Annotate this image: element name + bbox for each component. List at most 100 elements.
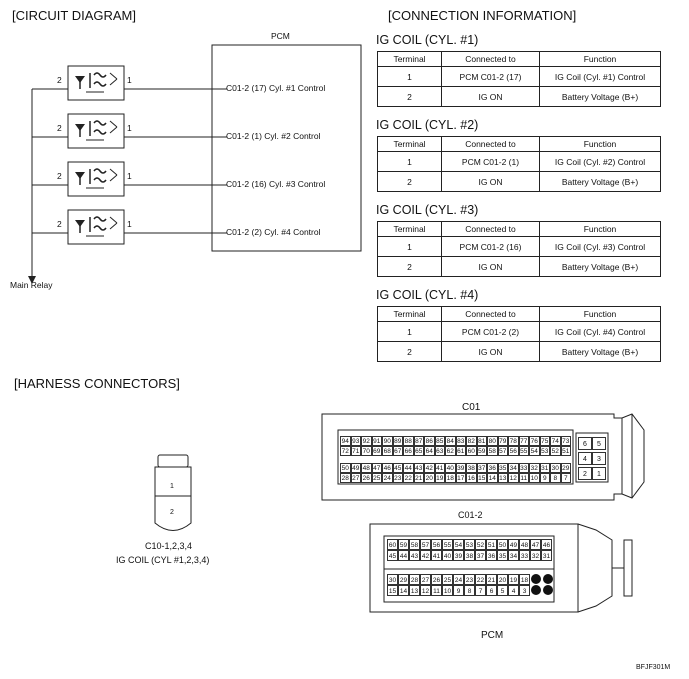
column-header: Terminal (377, 306, 442, 322)
coil-pin-left: 2 (57, 171, 62, 181)
connector-pin: 25 (371, 473, 382, 483)
connector-pin: 46 (382, 463, 393, 473)
pcm-control-label: C01-2 (2) Cyl. #4 Control (226, 227, 321, 237)
connector-pin: 29 (398, 574, 409, 585)
ig-coil-2 (32, 113, 227, 149)
c012-outline (369, 523, 633, 613)
coil-table-title: IG COIL (CYL. #3) (376, 203, 479, 217)
pcm-box (211, 44, 362, 252)
coil-pin-right: 1 (127, 123, 132, 133)
connector-pin: 41 (431, 550, 442, 561)
connector-pin: 63 (434, 446, 445, 456)
connector-pin: 26 (431, 574, 442, 585)
table-cell: IG Coil (Cyl. #1) Control (539, 66, 661, 87)
connector-pin: 32 (529, 463, 540, 473)
coil-pin-left: 2 (57, 123, 62, 133)
connector-pin: 4 (578, 452, 592, 465)
column-header: Connected to (441, 221, 540, 237)
table-cell: PCM C01-2 (2) (441, 321, 540, 342)
connector-pin: 37 (476, 463, 487, 473)
table-cell: 2 (377, 171, 442, 192)
connector-pin: 54 (453, 539, 464, 550)
connector-pin: 93 (350, 436, 361, 446)
connector-pin: 59 (398, 539, 409, 550)
connector-pin: 48 (519, 539, 530, 550)
pcm-label: PCM (271, 31, 290, 41)
column-header: Function (539, 221, 661, 237)
connector-pin: 25 (442, 574, 453, 585)
connector-pin: 57 (420, 539, 431, 550)
connector-pin: 32 (530, 550, 541, 561)
sealed-pin (531, 585, 541, 595)
table-cell: Battery Voltage (B+) (539, 341, 661, 362)
connector-pin: 39 (453, 550, 464, 561)
connector-pin: 20 (424, 473, 435, 483)
connector-pin: 38 (466, 463, 477, 473)
connector-pin: 47 (371, 463, 382, 473)
connector-pin: 61 (455, 446, 466, 456)
column-header: Function (539, 136, 661, 152)
connector-pin: 30 (550, 463, 561, 473)
sealed-pin (543, 585, 553, 595)
coil-pin-left: 2 (57, 75, 62, 85)
connector-pin: 67 (392, 446, 403, 456)
connector-pin: 15 (387, 585, 398, 596)
connector-pin: 13 (497, 473, 508, 483)
table-cell: Battery Voltage (B+) (539, 86, 661, 107)
connector-pin: 43 (409, 550, 420, 561)
column-header: Connected to (441, 51, 540, 67)
connector-pin: 78 (508, 436, 519, 446)
connector-pin: 50 (497, 539, 508, 550)
table-cell: Battery Voltage (B+) (539, 171, 661, 192)
coil-connector-body (154, 454, 192, 531)
connector-pin: 23 (392, 473, 403, 483)
connector-pin: 53 (464, 539, 475, 550)
pcm-control-label: C01-2 (1) Cyl. #2 Control (226, 131, 321, 141)
connector-pin: 10 (529, 473, 540, 483)
connector-pin: 56 (431, 539, 442, 550)
connector-pin: 42 (420, 550, 431, 561)
table-cell: 1 (377, 151, 442, 172)
connector-pin: 41 (434, 463, 445, 473)
connector-pin: 7 (560, 473, 571, 483)
connector-pin: 18 (445, 473, 456, 483)
connector-pin: 49 (350, 463, 361, 473)
connector-pin: 92 (361, 436, 372, 446)
connector-pin: 38 (464, 550, 475, 561)
connector-pin: 51 (486, 539, 497, 550)
coil-pin-right: 1 (127, 75, 132, 85)
table-cell: PCM C01-2 (16) (441, 236, 540, 257)
connector-pin: 75 (539, 436, 550, 446)
connector-pin: 81 (476, 436, 487, 446)
connector-pin: 7 (475, 585, 486, 596)
table-cell: 1 (377, 321, 442, 342)
connector-pin: 94 (340, 436, 351, 446)
connector-pin: 76 (529, 436, 540, 446)
table-cell: IG Coil (Cyl. #3) Control (539, 236, 661, 257)
table-cell: Battery Voltage (B+) (539, 256, 661, 277)
connector-pin: 31 (539, 463, 550, 473)
table-cell: IG ON (441, 86, 540, 107)
connector-pin: 5 (592, 437, 606, 450)
column-header: Terminal (377, 136, 442, 152)
connector-pin: 37 (475, 550, 486, 561)
table-cell: 2 (377, 341, 442, 362)
ig-coil-4 (32, 209, 227, 245)
connector-pin: 26 (361, 473, 372, 483)
connector-pin: 36 (486, 550, 497, 561)
connector-pin: 48 (361, 463, 372, 473)
connector-pin: 8 (550, 473, 561, 483)
connector-pin: 88 (403, 436, 414, 446)
pcm-connector-label: PCM (481, 630, 504, 641)
table-cell: PCM C01-2 (1) (441, 151, 540, 172)
connector-pin: 24 (453, 574, 464, 585)
table-cell: PCM C01-2 (17) (441, 66, 540, 87)
